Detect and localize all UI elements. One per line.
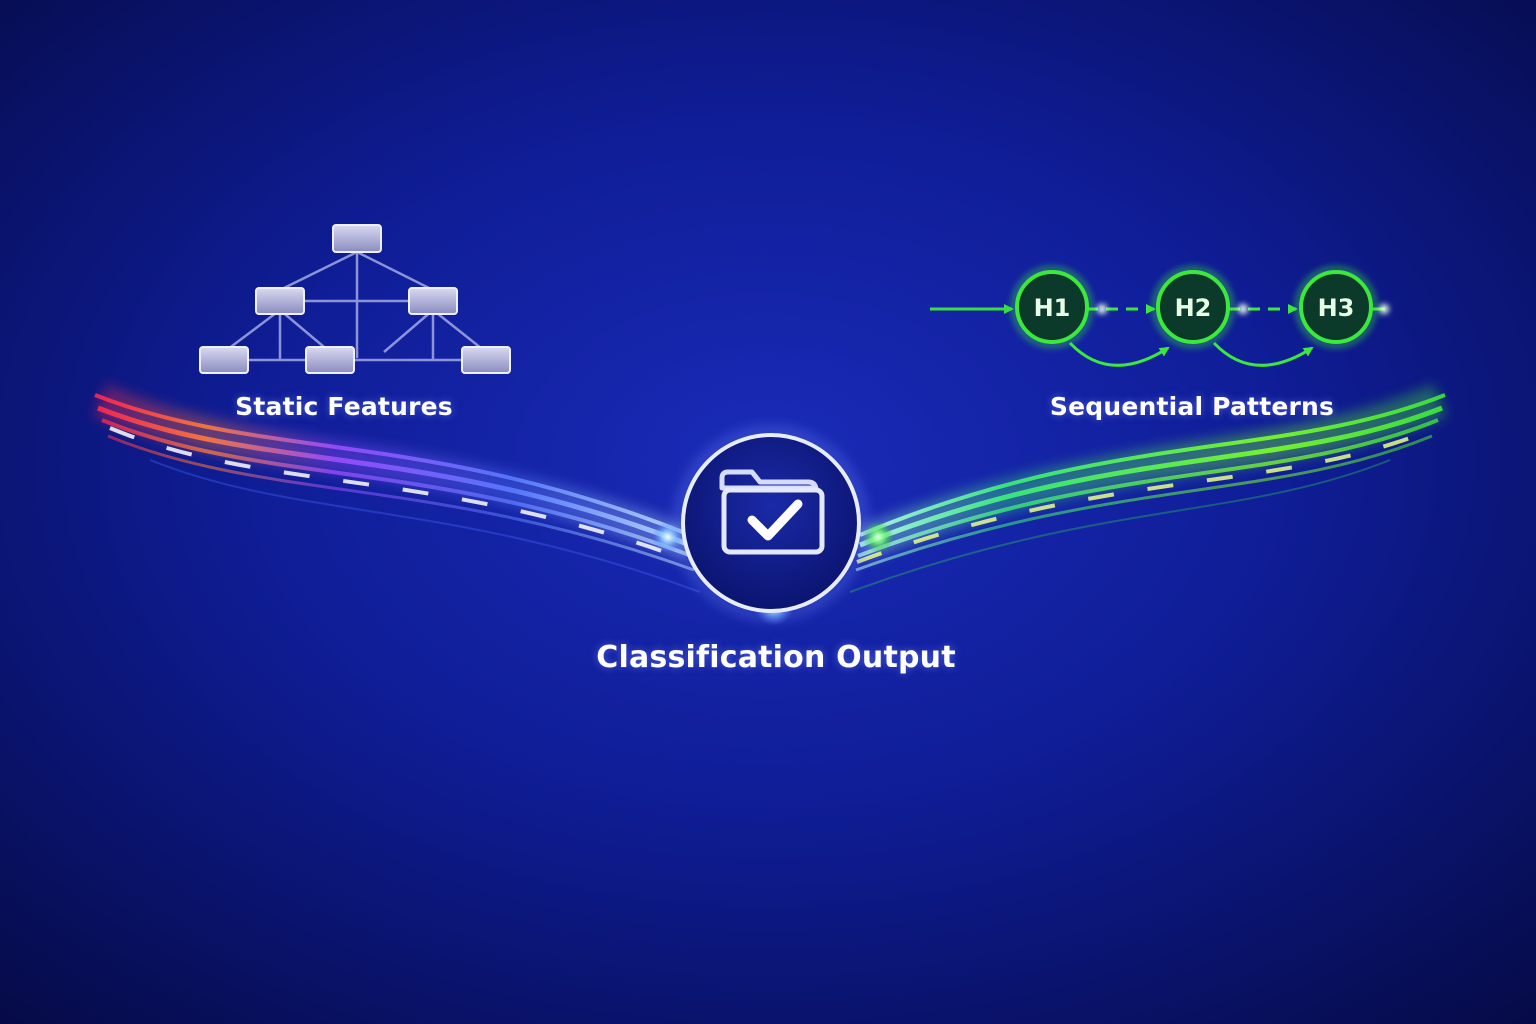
- skip-arrow-2: [1212, 341, 1314, 367]
- classification-output-label: Classification Output: [596, 640, 956, 675]
- sequence-node-h1: H1: [1010, 265, 1094, 349]
- folder-check-icon: [719, 469, 825, 555]
- right-data-stream: [849, 384, 1447, 593]
- skip-arrow-1: [1068, 341, 1170, 367]
- sequence-node-h3: H3: [1294, 265, 1378, 349]
- left-data-stream: [93, 384, 701, 593]
- sequence-node-h1-label: H1: [1034, 294, 1071, 322]
- hierarchy-tree-icon: [199, 224, 511, 374]
- sequence-node-h3-label: H3: [1318, 294, 1355, 322]
- right-junction-glow: [862, 521, 894, 553]
- sequence-node-h2: H2: [1151, 265, 1235, 349]
- sequence-chain: H1 H2 H3: [930, 265, 1389, 367]
- sequential-patterns-label: Sequential Patterns: [1049, 392, 1335, 421]
- sequence-node-h2-label: H2: [1175, 294, 1212, 322]
- static-features-label: Static Features: [235, 392, 453, 421]
- classification-output-node: [674, 426, 868, 620]
